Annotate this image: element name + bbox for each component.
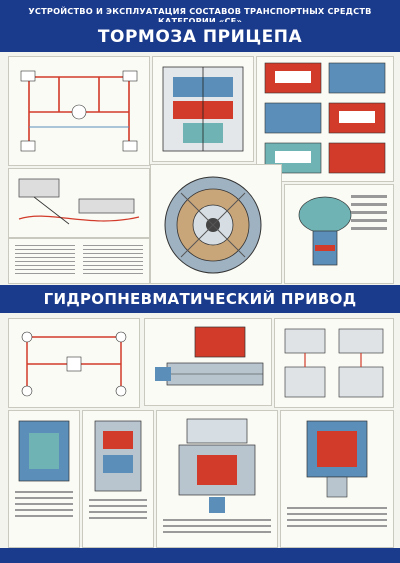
wheel-brake-mechanism-diagram <box>150 164 282 284</box>
brake-chamber-svg <box>298 195 387 266</box>
legend-lines-left <box>15 245 75 277</box>
air-dryer-svg <box>287 420 387 527</box>
brake-scheme-svg <box>20 70 138 152</box>
wheel-brake-svg <box>164 176 262 274</box>
section-title-trailer-brakes: ТОРМОЗА ПРИЦЕПА <box>0 22 400 52</box>
filter-diagram <box>8 410 80 548</box>
diaphragm-regulator-diagram <box>82 410 154 548</box>
master-cylinder-svg <box>155 326 264 386</box>
filter-svg <box>15 420 73 517</box>
hydropneumatic-scheme-diagram <box>8 318 140 408</box>
regulator-svg <box>89 420 147 519</box>
release-valve-diagram <box>274 318 394 408</box>
section-title-hydropneumatic-drive: ГИДРОПНЕВМАТИЧЕСКИЙ ПРИВОД ТОРМОЗОВ <box>0 285 400 336</box>
master-cylinder-section <box>144 318 272 406</box>
valve-ops-svg <box>264 62 386 174</box>
release-valve-svg <box>284 328 384 398</box>
poster-header: УСТРОЙСТВО И ЭКСПЛУАТАЦИЯ СОСТАВОВ ТРАНС… <box>28 6 372 26</box>
valve-operation-diagrams <box>256 56 394 182</box>
poster-bottom-strip <box>0 548 400 563</box>
brake-valve-section-diagram <box>152 56 254 162</box>
poster-header-bar: УСТРОЙСТВО И ЭКСПЛУАТАЦИЯ СОСТАВОВ ТРАНС… <box>0 0 400 26</box>
pneumatic-booster-diagram <box>156 410 278 548</box>
hydro-scheme-svg <box>21 331 127 397</box>
parking-brake-svg <box>18 178 140 225</box>
brake-scheme-diagram <box>8 56 150 166</box>
legend-block-upper-left <box>8 238 150 284</box>
brake-valve-svg <box>162 66 244 152</box>
booster-svg <box>163 418 271 533</box>
air-dryer-diagram <box>280 410 394 548</box>
parking-brake-drive-diagram <box>8 168 150 238</box>
legend-lines-right <box>83 245 143 277</box>
brake-chamber-diagram <box>284 184 394 284</box>
